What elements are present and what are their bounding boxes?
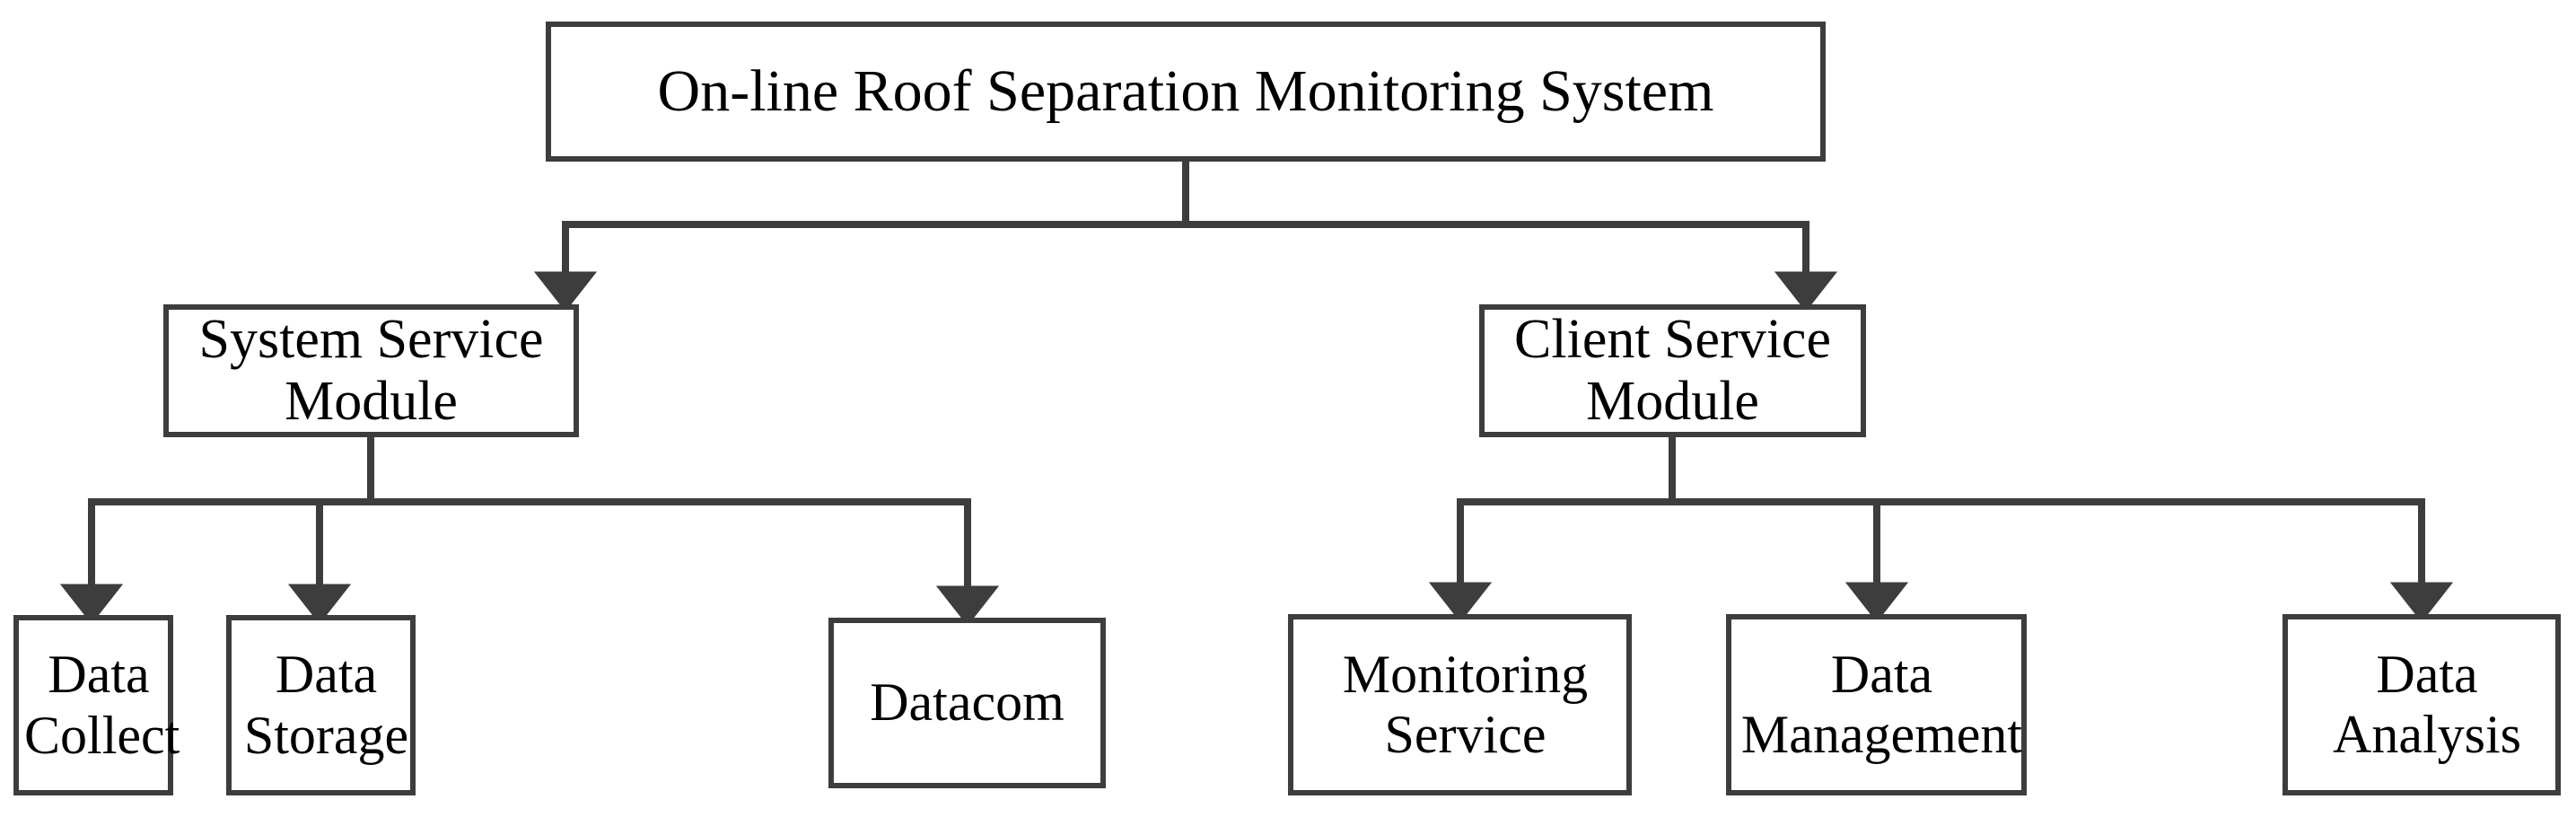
node-data-collect-line2: Collect [24, 705, 180, 765]
node-data-management-line2: Management [1740, 705, 2023, 764]
node-client-service-module[interactable]: Client Service Module [1479, 304, 1866, 437]
node-system-service-module[interactable]: System Service Module [163, 304, 579, 437]
node-data-storage-label: Data Storage [228, 645, 414, 765]
node-data-analysis-line1: Data [2376, 644, 2478, 704]
node-data-analysis-line2: Analysis [2333, 705, 2521, 764]
node-data-collect-line1: Data [48, 645, 150, 705]
node-data-storage-line2: Storage [243, 705, 409, 765]
node-root[interactable]: On-line Roof Separation Monitoring Syste… [546, 22, 1826, 162]
node-data-management-line1: Data [1830, 644, 1933, 704]
node-data-collect[interactable]: Data Collect [13, 615, 180, 795]
node-data-analysis[interactable]: Data Analysis [2282, 614, 2561, 795]
node-data-management[interactable]: Data Management [1726, 614, 2027, 795]
node-data-management-label: Data Management [1726, 645, 2027, 765]
node-data-storage[interactable]: Data Storage [226, 615, 416, 795]
node-datacom-label: Datacom [870, 672, 1065, 733]
node-datacom[interactable]: Datacom [828, 618, 1106, 788]
node-monitoring-service-line2: Service [1384, 705, 1546, 764]
node-data-analysis-label: Data Analysis [2288, 645, 2555, 765]
node-client-service-module-label: Client Service Module [1514, 308, 1831, 432]
node-data-storage-line1: Data [275, 645, 378, 705]
node-system-service-module-label: System Service Module [198, 308, 544, 432]
node-root-label: On-line Roof Separation Monitoring Syste… [657, 58, 1714, 125]
node-monitoring-service-line1: Monitoring [1342, 644, 1589, 704]
node-data-collect-label: Data Collect [13, 645, 180, 765]
node-monitoring-service[interactable]: Monitoring Service [1288, 614, 1632, 795]
node-monitoring-service-label: Monitoring Service [1293, 645, 1626, 765]
